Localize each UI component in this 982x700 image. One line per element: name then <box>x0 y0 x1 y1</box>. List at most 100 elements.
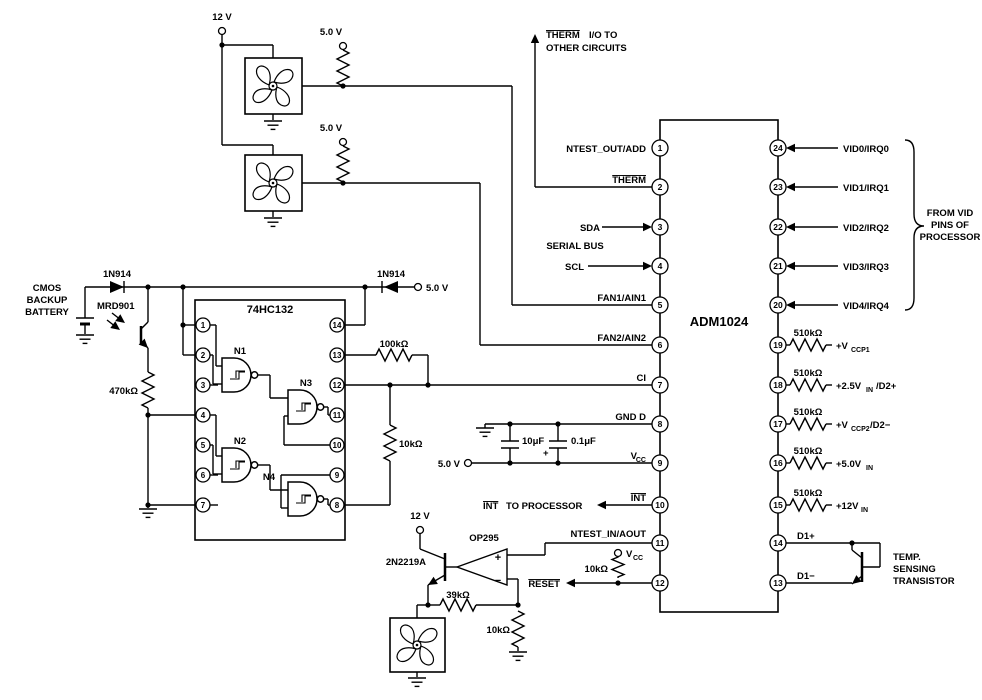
hc-pin-3: 3 <box>201 381 206 390</box>
cap-01uf-label: 0.1μF <box>571 436 596 447</box>
feedback-ground-icon <box>508 651 528 662</box>
pullup1-terminal <box>338 41 348 51</box>
pin-18-num: 18 <box>773 380 783 390</box>
diode-or-supply: 1N914 1N914 5.0 V <box>85 269 449 294</box>
pin-6-num: 6 <box>658 340 663 350</box>
npn-label: 2N2219A <box>386 557 426 568</box>
hc-pin-14: 14 <box>333 321 342 330</box>
reset-label: RESET <box>528 579 560 590</box>
resistor-510k-12vin <box>789 498 827 512</box>
r510k-label-3: 510kΩ <box>794 407 823 418</box>
pin-2-num: 2 <box>658 182 663 192</box>
pin-23-num: 23 <box>773 182 783 192</box>
adm1024-left-pins: 1 2 3 4 5 6 7 8 9 10 11 12 <box>651 139 669 592</box>
pin-20-num: 20 <box>773 300 783 310</box>
pin-4-num: 4 <box>658 261 663 271</box>
fan-drive-12v-terminal <box>415 525 425 535</box>
vid-inputs: VID0/IRQ0 VID1/IRQ1 VID2/IRQ2 VID3/IRQ3 … <box>786 139 980 312</box>
temp-label-3: TRANSISTOR <box>893 576 955 587</box>
opamp-plus-input: + <box>495 552 501 564</box>
therm-io-label-rest: I/O TO <box>589 30 617 41</box>
vid4-label: VID4/IRQ4 <box>843 301 890 312</box>
serial-bus: SDA SERIAL BUS SCL <box>546 222 652 273</box>
pullup2-resistor <box>336 145 350 183</box>
vid0-arrow-icon <box>786 143 795 153</box>
pin-5-label: FAN1/AIN1 <box>597 293 646 304</box>
74hc132-internal-wires <box>210 324 330 509</box>
resistor-10k-gate-label: 10kΩ <box>399 439 423 450</box>
cmos-label-3: BATTERY <box>25 307 69 318</box>
int-label: INT <box>483 501 499 512</box>
cap-10uf-plus: + <box>543 448 549 459</box>
backup-battery: CMOS BACKUP BATTERY <box>25 283 95 345</box>
resistor-10k-reset-label: 10kΩ <box>585 564 609 575</box>
pin-2-label: THERM <box>612 175 646 186</box>
adm1024-body <box>659 119 779 613</box>
pin-22-num: 22 <box>773 222 783 232</box>
pin-1-num: 1 <box>658 143 663 153</box>
pin-7-num: 7 <box>658 380 663 390</box>
diode-supply-label: 1N914 <box>377 269 406 280</box>
diode-battery-icon <box>110 281 124 293</box>
fan-supply-12v: 12 V <box>212 12 652 346</box>
decoupling: 10μF + 0.1μF 5.0 V <box>438 423 652 470</box>
photodetector: MRD901 470kΩ <box>97 287 196 519</box>
hc-pin-6: 6 <box>201 471 206 480</box>
temp-label-2: SENSING <box>893 564 936 575</box>
phototransistor-label: MRD901 <box>97 301 135 312</box>
vid4-arrow-icon <box>786 300 795 310</box>
fan-drive-12v-label: 12 V <box>410 511 430 522</box>
from-vid-label-1: FROM VID <box>927 208 974 219</box>
therm-io: THERM I/O TO OTHER CIRCUITS <box>530 30 652 188</box>
pin-5-num: 5 <box>658 300 663 310</box>
pin-21-num: 21 <box>773 261 783 271</box>
vccp2-sub: CCP2 <box>851 426 870 433</box>
diode-supply-icon <box>384 281 398 293</box>
ic-adm1024: ADM1024 1 2 3 4 5 6 7 8 9 10 11 12 NTEST… <box>566 119 787 613</box>
resistor-510k-25vin <box>789 378 827 392</box>
hc-pin-8: 8 <box>335 501 340 510</box>
backup-5v-label: 5.0 V <box>426 283 449 294</box>
hc-pin-5: 5 <box>201 441 206 450</box>
r510k-label-2: 510kΩ <box>794 368 823 379</box>
resistor-100k <box>375 348 413 362</box>
pin-19-num: 19 <box>773 340 783 350</box>
fan-supply-wires <box>221 34 652 346</box>
int-arrow-icon <box>597 500 606 510</box>
25vin-label: +2.5V <box>836 381 862 392</box>
pin-14-num: 14 <box>773 538 783 548</box>
cmos-label-2: BACKUP <box>27 295 68 306</box>
r510k-label-5: 510kΩ <box>794 488 823 499</box>
battery-ground-icon <box>75 334 95 345</box>
pin-16-num: 16 <box>773 458 783 468</box>
vid3-arrow-icon <box>786 261 795 271</box>
fan-drive: 12 V 2N2219A + − OP295 39kΩ 10kΩ <box>386 511 652 688</box>
resistor-39k-label: 39kΩ <box>446 590 470 601</box>
vid1-label: VID1/IRQ1 <box>843 183 890 194</box>
therm-io-up-arrow-icon <box>530 34 540 43</box>
fan-2-ground-icon <box>263 217 283 228</box>
pullup1-resistor <box>336 49 350 87</box>
vid-brace-icon <box>904 139 925 311</box>
resistor-470k-label: 470kΩ <box>109 386 138 397</box>
resistor-470k <box>141 371 155 409</box>
5vin-label: +5.0V <box>836 459 862 470</box>
serial-bus-label: SERIAL BUS <box>546 241 603 252</box>
diode-battery-label: 1N914 <box>103 269 132 280</box>
ic-74hc132: 74HC132 N1 N2 N3 N4 1 2 3 4 <box>194 299 346 541</box>
therm-io-label-line2: OTHER CIRCUITS <box>546 43 627 54</box>
gate-n3-label: N3 <box>300 378 312 389</box>
pin-13-num: 13 <box>773 578 783 588</box>
5vin-sub: IN <box>866 465 873 472</box>
pin-17-num: 17 <box>773 419 783 429</box>
cmos-label-1: CMOS <box>33 283 62 294</box>
fan-tach-pullups: 5.0 V 5.0 V <box>320 27 350 183</box>
vccp1-label: +V <box>836 341 849 352</box>
adm1024-left-pin-labels: NTEST_OUT/ADD THERM FAN1/AIN1 FAN2/AIN2 … <box>566 144 646 540</box>
adm1024-name: ADM1024 <box>690 314 749 329</box>
adm1024-right-pins: 24 23 22 21 20 19 18 17 16 15 14 13 <box>769 139 787 592</box>
pin-9-label-sub: CC <box>636 457 646 464</box>
pin-10-num: 10 <box>655 500 665 510</box>
light-arrow-1-icon <box>115 314 128 327</box>
vid2-label: VID2/IRQ2 <box>843 223 889 234</box>
